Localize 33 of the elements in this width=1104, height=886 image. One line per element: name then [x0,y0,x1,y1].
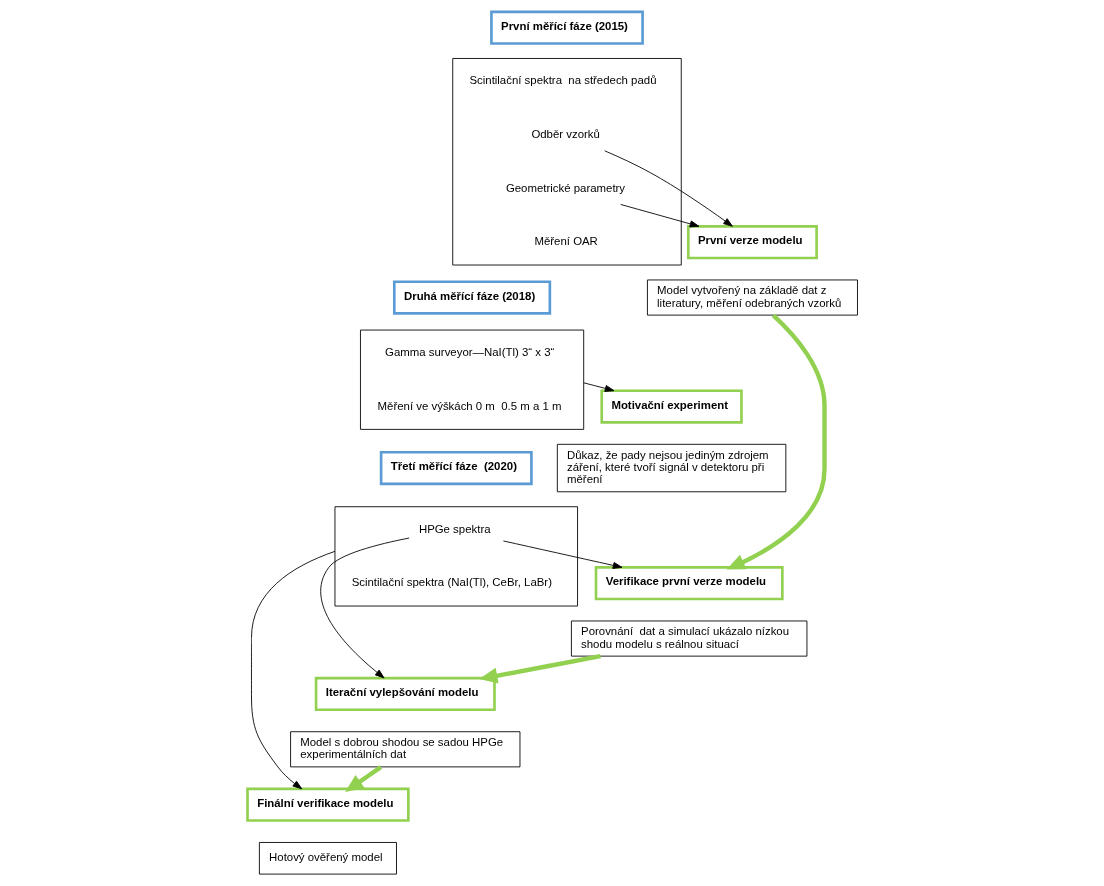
node-box: Finální verifikace modelu [245,787,410,822]
node-box: První verze modelu [686,225,818,260]
node-text: Geometrické parametry [505,181,625,194]
cluster [451,58,682,266]
arrow [319,537,410,679]
arrow [478,654,601,684]
node-box: Třetí měřící fáze (2020) [379,450,533,486]
node-box: Důkaz, že pady nejsou jediným zdrojem záření, které tvoří signál v detektoru při měření [556,443,786,493]
cluster [359,329,584,430]
node-box: Druhá měřící fáze (2018) [392,280,551,315]
node-text: Scintilační spektra (NaI(Tl), CeBr, LaBr) [351,576,552,589]
node-box: Verifikace první verze modelu [594,566,784,601]
cluster [334,506,578,607]
node-box: Model s dobrou shodou se sadou HPGe experimentálních dat [289,731,520,768]
node-box: První měřící fáze (2015) [489,10,644,45]
node-text: Odběr vzorků [530,127,600,140]
arrow [619,204,699,228]
node-text: Scintilační spektra na středech padů [468,74,656,87]
arrow [344,765,382,792]
node-text: Gamma surveyor—NaI(Tl) 3“ x 3“ [384,345,554,358]
node-text: HPGe spektra [418,522,491,535]
node-box: Model vytvořený na základě dat z literatury, měření odebraných vzorků [646,279,858,316]
node-text: Měření OAR [533,235,598,248]
node-text: Měření ve výškách 0 m 0.5 m a 1 m [377,399,561,412]
arrow [726,313,827,570]
node-box: Porovnání dat a simulací ukázalo nízkou shodu modelu s reálnou situací [570,620,807,657]
arrow [603,150,733,227]
node-box: Iterační vylepšování modelu [314,676,496,712]
arrow [502,540,622,569]
arrow [582,382,614,392]
arrow [250,550,335,790]
node-box: Motivační experiment [599,389,743,424]
node-box: Hotový ověřený model [258,842,397,875]
